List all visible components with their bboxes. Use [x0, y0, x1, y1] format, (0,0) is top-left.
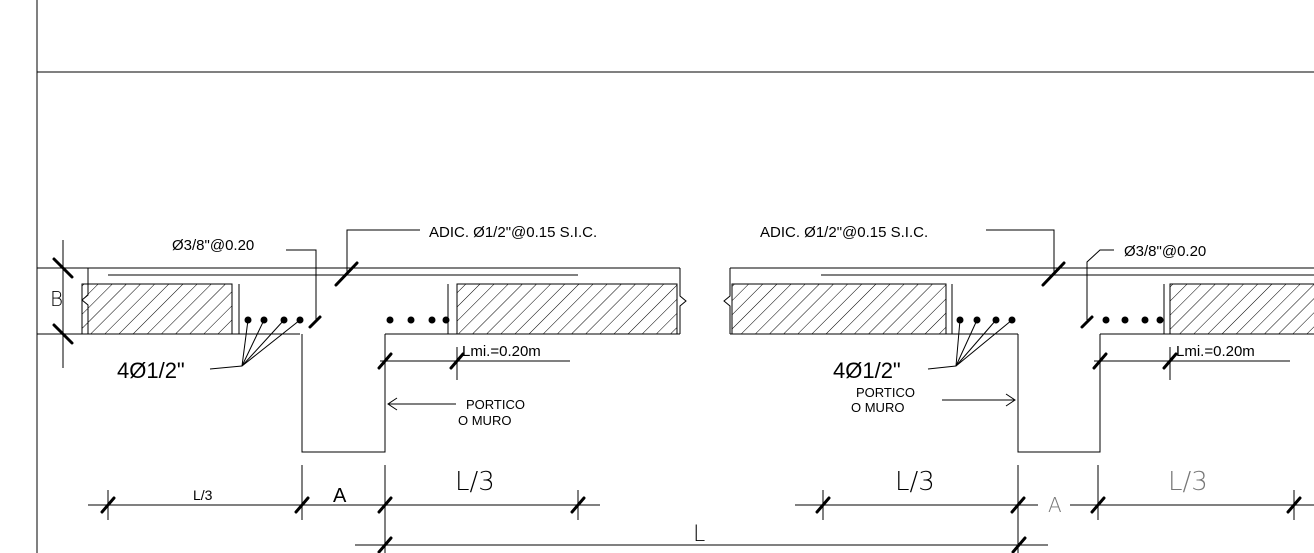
additional-rebar-label: ADIC. Ø1/2"@0.15 S.I.C.	[760, 224, 928, 241]
right-slab-detail: ADIC. Ø1/2"@0.15 S.I.C. Ø3/8"@0.20 4Ø1/2…	[723, 224, 1314, 553]
lmin-label: Lmi.=0.20m	[462, 343, 541, 360]
rebar-dots	[244, 316, 450, 324]
bars-leader	[209, 319, 301, 370]
bars-leader	[927, 319, 1013, 370]
dim-a-left: A	[333, 485, 347, 507]
height-label-b: B	[50, 287, 63, 311]
left-slab-detail: B Ø3/8"@0.20 ADIC. Ø1/2"@0.15 S.I.C. 4Ø1…	[37, 224, 1048, 553]
support-label-line2: O MURO	[458, 413, 511, 428]
hatched-block-right	[456, 283, 678, 335]
stirrup-label: Ø3/8"@0.20	[172, 237, 254, 254]
support-label-line2: O MURO	[851, 400, 904, 415]
dim-l3-small: L/3	[193, 487, 213, 503]
hatched-block-left	[81, 283, 233, 335]
additional-rebar-label: ADIC. Ø1/2"@0.15 S.I.C.	[429, 224, 597, 241]
support-label-line1: PORTICO	[466, 397, 525, 412]
dim-l: L	[693, 522, 705, 547]
dimension-row-right	[795, 465, 1314, 553]
support-outline	[1017, 334, 1101, 453]
drawing-frame	[36, 0, 1314, 553]
lmin-label: Lmi.=0.20m	[1176, 343, 1255, 360]
hatched-block-left	[731, 283, 947, 335]
stirrup-label: Ø3/8"@0.20	[1124, 243, 1206, 260]
dimension-overall-l	[355, 536, 1048, 553]
dim-a-right: A	[1048, 493, 1062, 517]
bars-label: 4Ø1/2"	[833, 358, 901, 383]
hatched-block-right	[1169, 283, 1314, 335]
dim-l3-left: L/3	[895, 467, 935, 497]
dim-l3-right: L/3	[1168, 467, 1208, 497]
support-label-line1: PORTICO	[856, 385, 915, 400]
dim-l3-left: L/3	[455, 467, 495, 497]
dimension-row-left	[88, 465, 600, 553]
support-outline	[301, 334, 386, 453]
rebar-dots	[956, 316, 1164, 324]
bars-label: 4Ø1/2"	[117, 358, 185, 383]
